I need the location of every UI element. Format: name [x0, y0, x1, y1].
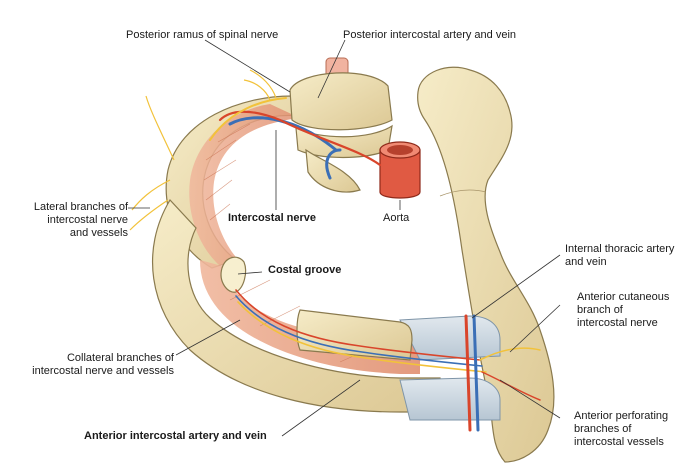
posterior-intercostal-artery	[218, 110, 382, 167]
costal-cartilage-lower	[399, 377, 501, 421]
aorta	[379, 141, 421, 199]
label-collateral-line-2: intercostal nerve and vessels	[32, 365, 174, 377]
internal-thoracic-artery	[464, 314, 472, 432]
intercostal-muscle-upper	[189, 104, 300, 266]
label-anterior-perforating: Anterior perforating branches of interco…	[574, 410, 668, 449]
intercostal-nerve-path	[209, 97, 287, 141]
lower-rib-band	[152, 199, 441, 413]
label-anterior-cutaneous-line-1: Anterior cutaneous	[577, 291, 670, 303]
collateral-vessels	[235, 289, 481, 361]
label-anterior-perforating-line-3: intercostal vessels	[574, 436, 664, 448]
label-lateral-line-2: intercostal nerve	[47, 214, 128, 226]
leader-lines	[128, 39, 561, 437]
label-internal-thoracic-line-1: Internal thoracic artery	[565, 243, 675, 255]
vertebra	[289, 57, 393, 193]
anterior-perforating-branches	[481, 371, 541, 401]
label-intercostal-nerve: Intercostal nerve	[228, 212, 317, 224]
collateral-nerve	[237, 301, 487, 373]
label-lateral-line-1: Lateral branches of	[33, 201, 128, 213]
internal-thoracic-vein	[472, 314, 480, 432]
label-internal-thoracic-line-2: and vein	[565, 256, 607, 268]
label-costal-groove: Costal groove	[268, 264, 342, 276]
label-collateral-branches: Collateral branches of intercostal nerve…	[8, 352, 174, 378]
label-lateral-branches: Lateral branches of intercostal nerve an…	[8, 201, 128, 240]
middle-rib-anterior	[296, 309, 413, 361]
collateral-veins	[235, 295, 483, 367]
label-lateral-line-3: and vessels	[69, 227, 128, 239]
label-anterior-cutaneous-line-3: intercostal nerve	[577, 317, 658, 329]
label-anterior-perforating-line-1: Anterior perforating	[574, 410, 669, 422]
label-aorta: Aorta	[383, 212, 410, 224]
lateral-branches	[129, 69, 277, 231]
label-anterior-cutaneous-line-2: branch of	[577, 304, 623, 316]
sternal-angle-line	[439, 189, 487, 197]
cut-rib-end	[220, 256, 247, 293]
label-posterior-ramus: Posterior ramus of spinal nerve	[126, 29, 279, 41]
label-posterior-intercostal: Posterior intercostal artery and vein	[343, 29, 517, 41]
label-anterior-intercostal: Anterior intercostal artery and vein	[84, 430, 267, 442]
label-internal-thoracic: Internal thoracic artery and vein	[565, 243, 674, 269]
sternum	[417, 66, 555, 463]
label-anterior-perforating-line-2: branches of	[574, 423, 632, 435]
label-collateral-line-1: Collateral branches of	[66, 352, 174, 364]
label-anterior-cutaneous: Anterior cutaneous branch of intercostal…	[577, 291, 669, 330]
anterior-cutaneous-nerve	[479, 347, 541, 361]
